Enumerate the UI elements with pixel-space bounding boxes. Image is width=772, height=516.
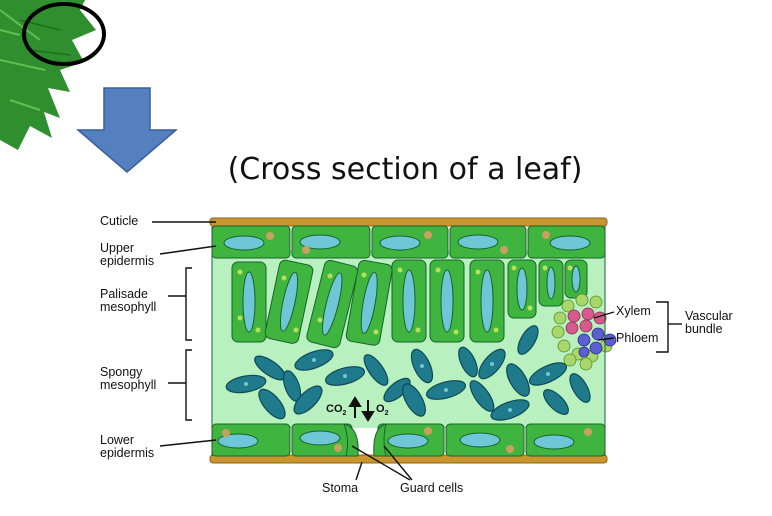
label-guard-cells: Guard cells (400, 482, 463, 495)
label-lower-epidermis-line2: epidermis (100, 447, 154, 460)
label-lower-epidermis: Lower epidermis (100, 434, 154, 460)
label-spongy-line2: mesophyll (100, 379, 156, 392)
label-spongy-mesophyll: Spongy mesophyll (100, 366, 156, 392)
label-palisade-mesophyll: Palisade mesophyll (100, 288, 156, 314)
cuticle-top (210, 218, 607, 226)
cross-section (210, 218, 616, 463)
label-cuticle: Cuticle (100, 215, 138, 228)
figure-caption: (Cross section of a leaf) (160, 152, 650, 187)
label-phloem: Phloem (616, 332, 658, 345)
label-xylem: Xylem (616, 305, 651, 318)
label-stoma: Stoma (322, 482, 358, 495)
co2-text: CO (326, 403, 343, 415)
label-vascular-line2: bundle (685, 323, 733, 336)
label-upper-epidermis-line2: epidermis (100, 255, 154, 268)
label-o2: O2 (376, 403, 388, 417)
upper-epidermis (212, 226, 605, 258)
guard-cell-right (374, 424, 386, 456)
o2-text: O (376, 403, 385, 415)
label-palisade-line2: mesophyll (100, 301, 156, 314)
label-co2: CO2 (326, 403, 346, 417)
lower-epidermis (212, 424, 605, 456)
co2-subscript: 2 (343, 410, 347, 417)
label-vascular-bundle: Vascular bundle (685, 310, 733, 336)
leaf-image (0, 0, 96, 150)
o2-subscript: 2 (385, 410, 389, 417)
label-upper-epidermis: Upper epidermis (100, 242, 154, 268)
